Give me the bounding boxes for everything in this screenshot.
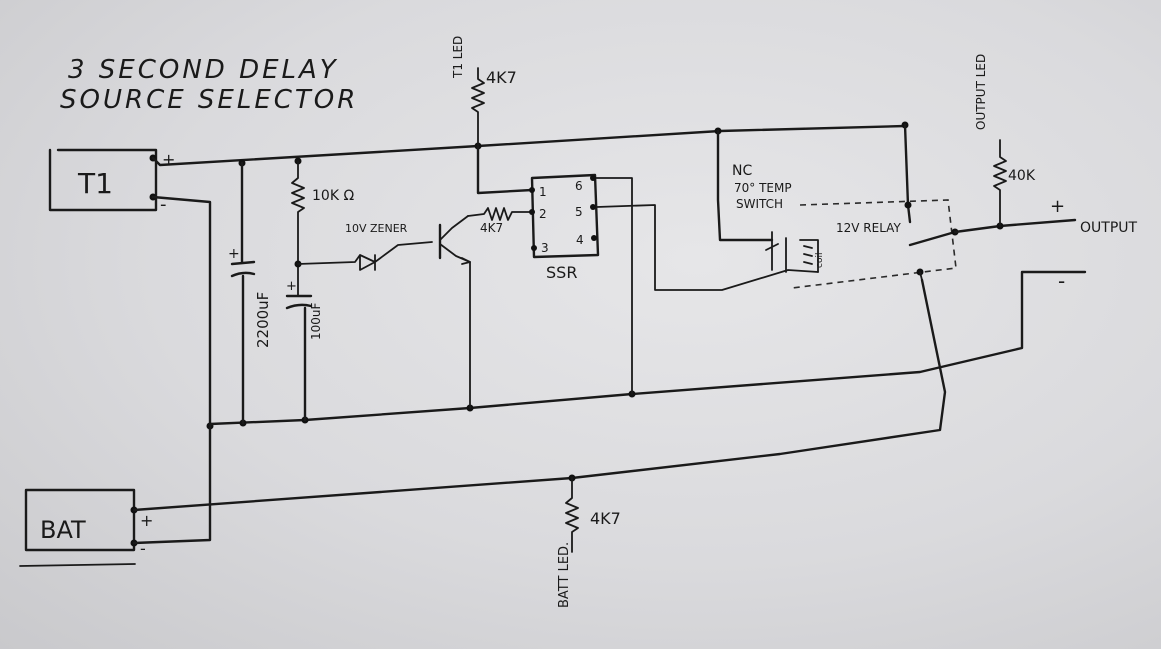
temp-switch-line2: SWITCH bbox=[736, 197, 783, 211]
output-section: 40K OUTPUT LED + OUTPUT bbox=[953, 54, 1138, 236]
t1-plus-label: + bbox=[162, 150, 175, 169]
ssr-pin-3: 3 bbox=[541, 241, 549, 255]
r-bat-led-label: 4K7 bbox=[590, 509, 621, 528]
bat-positive-rail bbox=[132, 278, 947, 512]
output-plus-label: + bbox=[1050, 196, 1065, 217]
output-minus-label: - bbox=[1058, 269, 1065, 293]
ssr-module: 1 2 3 6 5 4 SSR bbox=[476, 144, 819, 395]
capacitor-100uf: + 100uF bbox=[285, 279, 323, 422]
t1-positive-rail bbox=[151, 124, 907, 167]
t1-negative-wire bbox=[151, 195, 212, 428]
resistor-base-4k7: 4K7 bbox=[467, 207, 533, 235]
ssr-label: SSR bbox=[546, 263, 577, 282]
ssr-pin-4: 4 bbox=[576, 233, 584, 247]
title-line-2: SOURCE SELECTOR bbox=[60, 85, 358, 115]
bat-led-label: BATT LED. bbox=[557, 542, 572, 608]
cap-2200-label: 2200uF bbox=[254, 292, 272, 348]
capacitor-2200uf: + 2200uF bbox=[228, 161, 272, 425]
resistor-bat-led: 4K7 BATT LED. bbox=[557, 477, 621, 608]
temp-switch-line1: 70° TEMP bbox=[734, 181, 792, 195]
t1-source: T1 + - bbox=[48, 148, 175, 215]
bat-box-label: BAT bbox=[40, 516, 86, 544]
output-led-label: OUTPUT LED bbox=[974, 54, 988, 130]
output-label: OUTPUT bbox=[1080, 220, 1138, 236]
battery-source: BAT + - bbox=[19, 488, 153, 567]
temp-switch: NC 70° TEMP SWITCH bbox=[716, 129, 792, 242]
zener-diode: 10V ZENER bbox=[297, 222, 433, 271]
bat-negative-wire bbox=[132, 424, 212, 545]
relay-coil-label: coil bbox=[815, 253, 825, 268]
r-output-led-label: 40K bbox=[1008, 168, 1036, 184]
relay-12v: 12V RELAY coil bbox=[765, 123, 959, 289]
t1-minus-label: - bbox=[160, 194, 167, 215]
r-10k-label: 10K Ω bbox=[312, 188, 354, 204]
title-line-1: 3 SECOND DELAY bbox=[68, 55, 339, 85]
cap-100-plus: + bbox=[286, 279, 297, 294]
bat-plus-label: + bbox=[140, 511, 153, 530]
npn-transistor bbox=[438, 215, 471, 409]
temp-switch-nc: NC bbox=[732, 163, 752, 179]
ground-rail bbox=[208, 270, 1087, 426]
ssr-pin-5: 5 bbox=[575, 205, 583, 219]
cap-100-label: 100uF bbox=[309, 302, 323, 340]
ssr-pin-6: 6 bbox=[575, 179, 583, 193]
r-base-label: 4K7 bbox=[480, 221, 503, 235]
ssr-pin-2: 2 bbox=[539, 207, 547, 221]
ssr-pin-1: 1 bbox=[539, 185, 547, 199]
zener-label: 10V ZENER bbox=[345, 222, 408, 235]
relay-label: 12V RELAY bbox=[836, 221, 901, 235]
resistor-t1-led: 4K7 T1 LED bbox=[451, 36, 517, 147]
r-t1-led-label: 4K7 bbox=[486, 68, 517, 87]
t1-box-label: T1 bbox=[77, 167, 113, 200]
t1-led-label: T1 LED bbox=[451, 36, 465, 79]
cap-2200-plus: + bbox=[228, 246, 240, 262]
bat-minus-label: - bbox=[140, 539, 146, 558]
